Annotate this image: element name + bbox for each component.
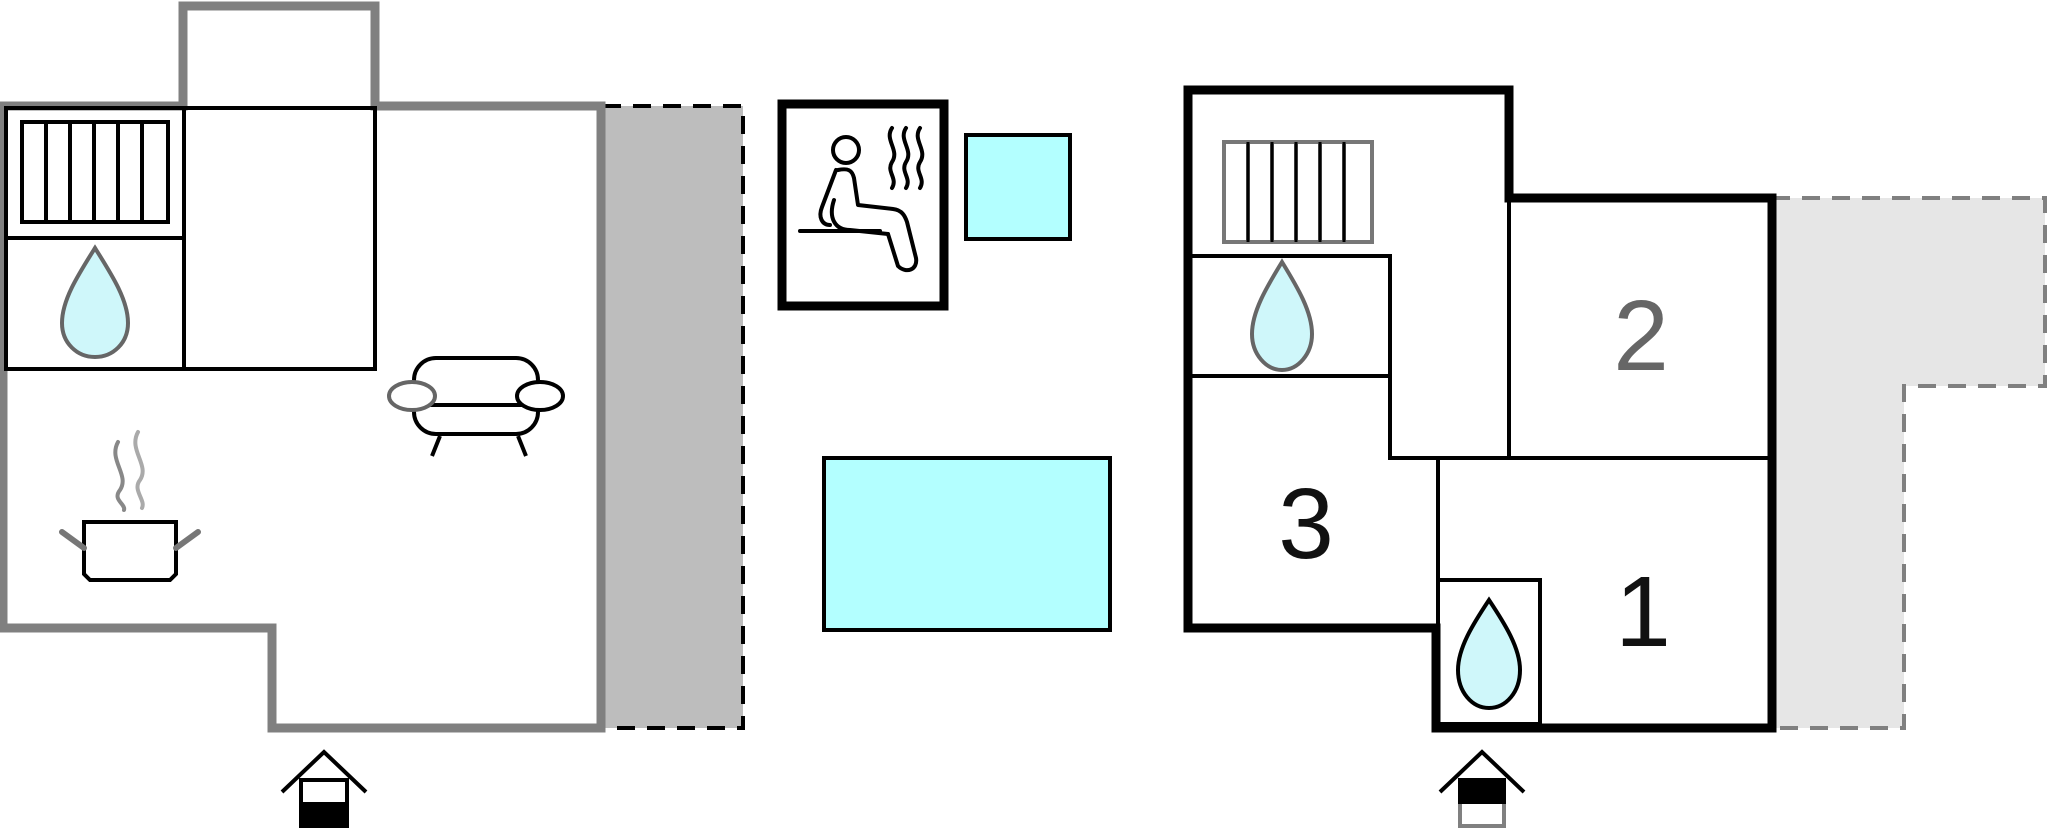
whirlpool-square (964, 133, 1072, 241)
left-outer-wall (0, 1, 606, 733)
water-drop-icon (1455, 596, 1523, 711)
room-number-1: 1 (1615, 556, 1671, 668)
wall-room3 (1388, 376, 1440, 628)
radiator-icon (20, 120, 170, 224)
right-floor: 1 2 3 (1183, 85, 2047, 828)
left-terrace-dashed-edge (543, 104, 745, 730)
left-terrace (601, 106, 743, 728)
right-terrace (1772, 198, 2045, 728)
house-entrance-icon (1438, 749, 1526, 828)
room-number-2: 2 (1613, 280, 1669, 392)
water-drop-icon (59, 244, 131, 360)
middle-area (777, 99, 1112, 632)
sauna-icon (798, 126, 925, 273)
swimming-pool (822, 456, 1112, 632)
house-entrance-icon (280, 749, 368, 828)
sofa-icon (387, 356, 565, 457)
right-bathroom-upper (1192, 254, 1392, 378)
room-number-3: 3 (1278, 468, 1334, 580)
left-hall-room (182, 106, 377, 371)
right-terrace-dashed-edge (1772, 196, 2047, 730)
left-floor (0, 1, 745, 828)
right-outer-wall (1183, 85, 1777, 733)
cooking-pot-icon (59, 430, 201, 582)
water-drop-icon (1249, 258, 1315, 373)
radiator-icon (1222, 140, 1374, 244)
